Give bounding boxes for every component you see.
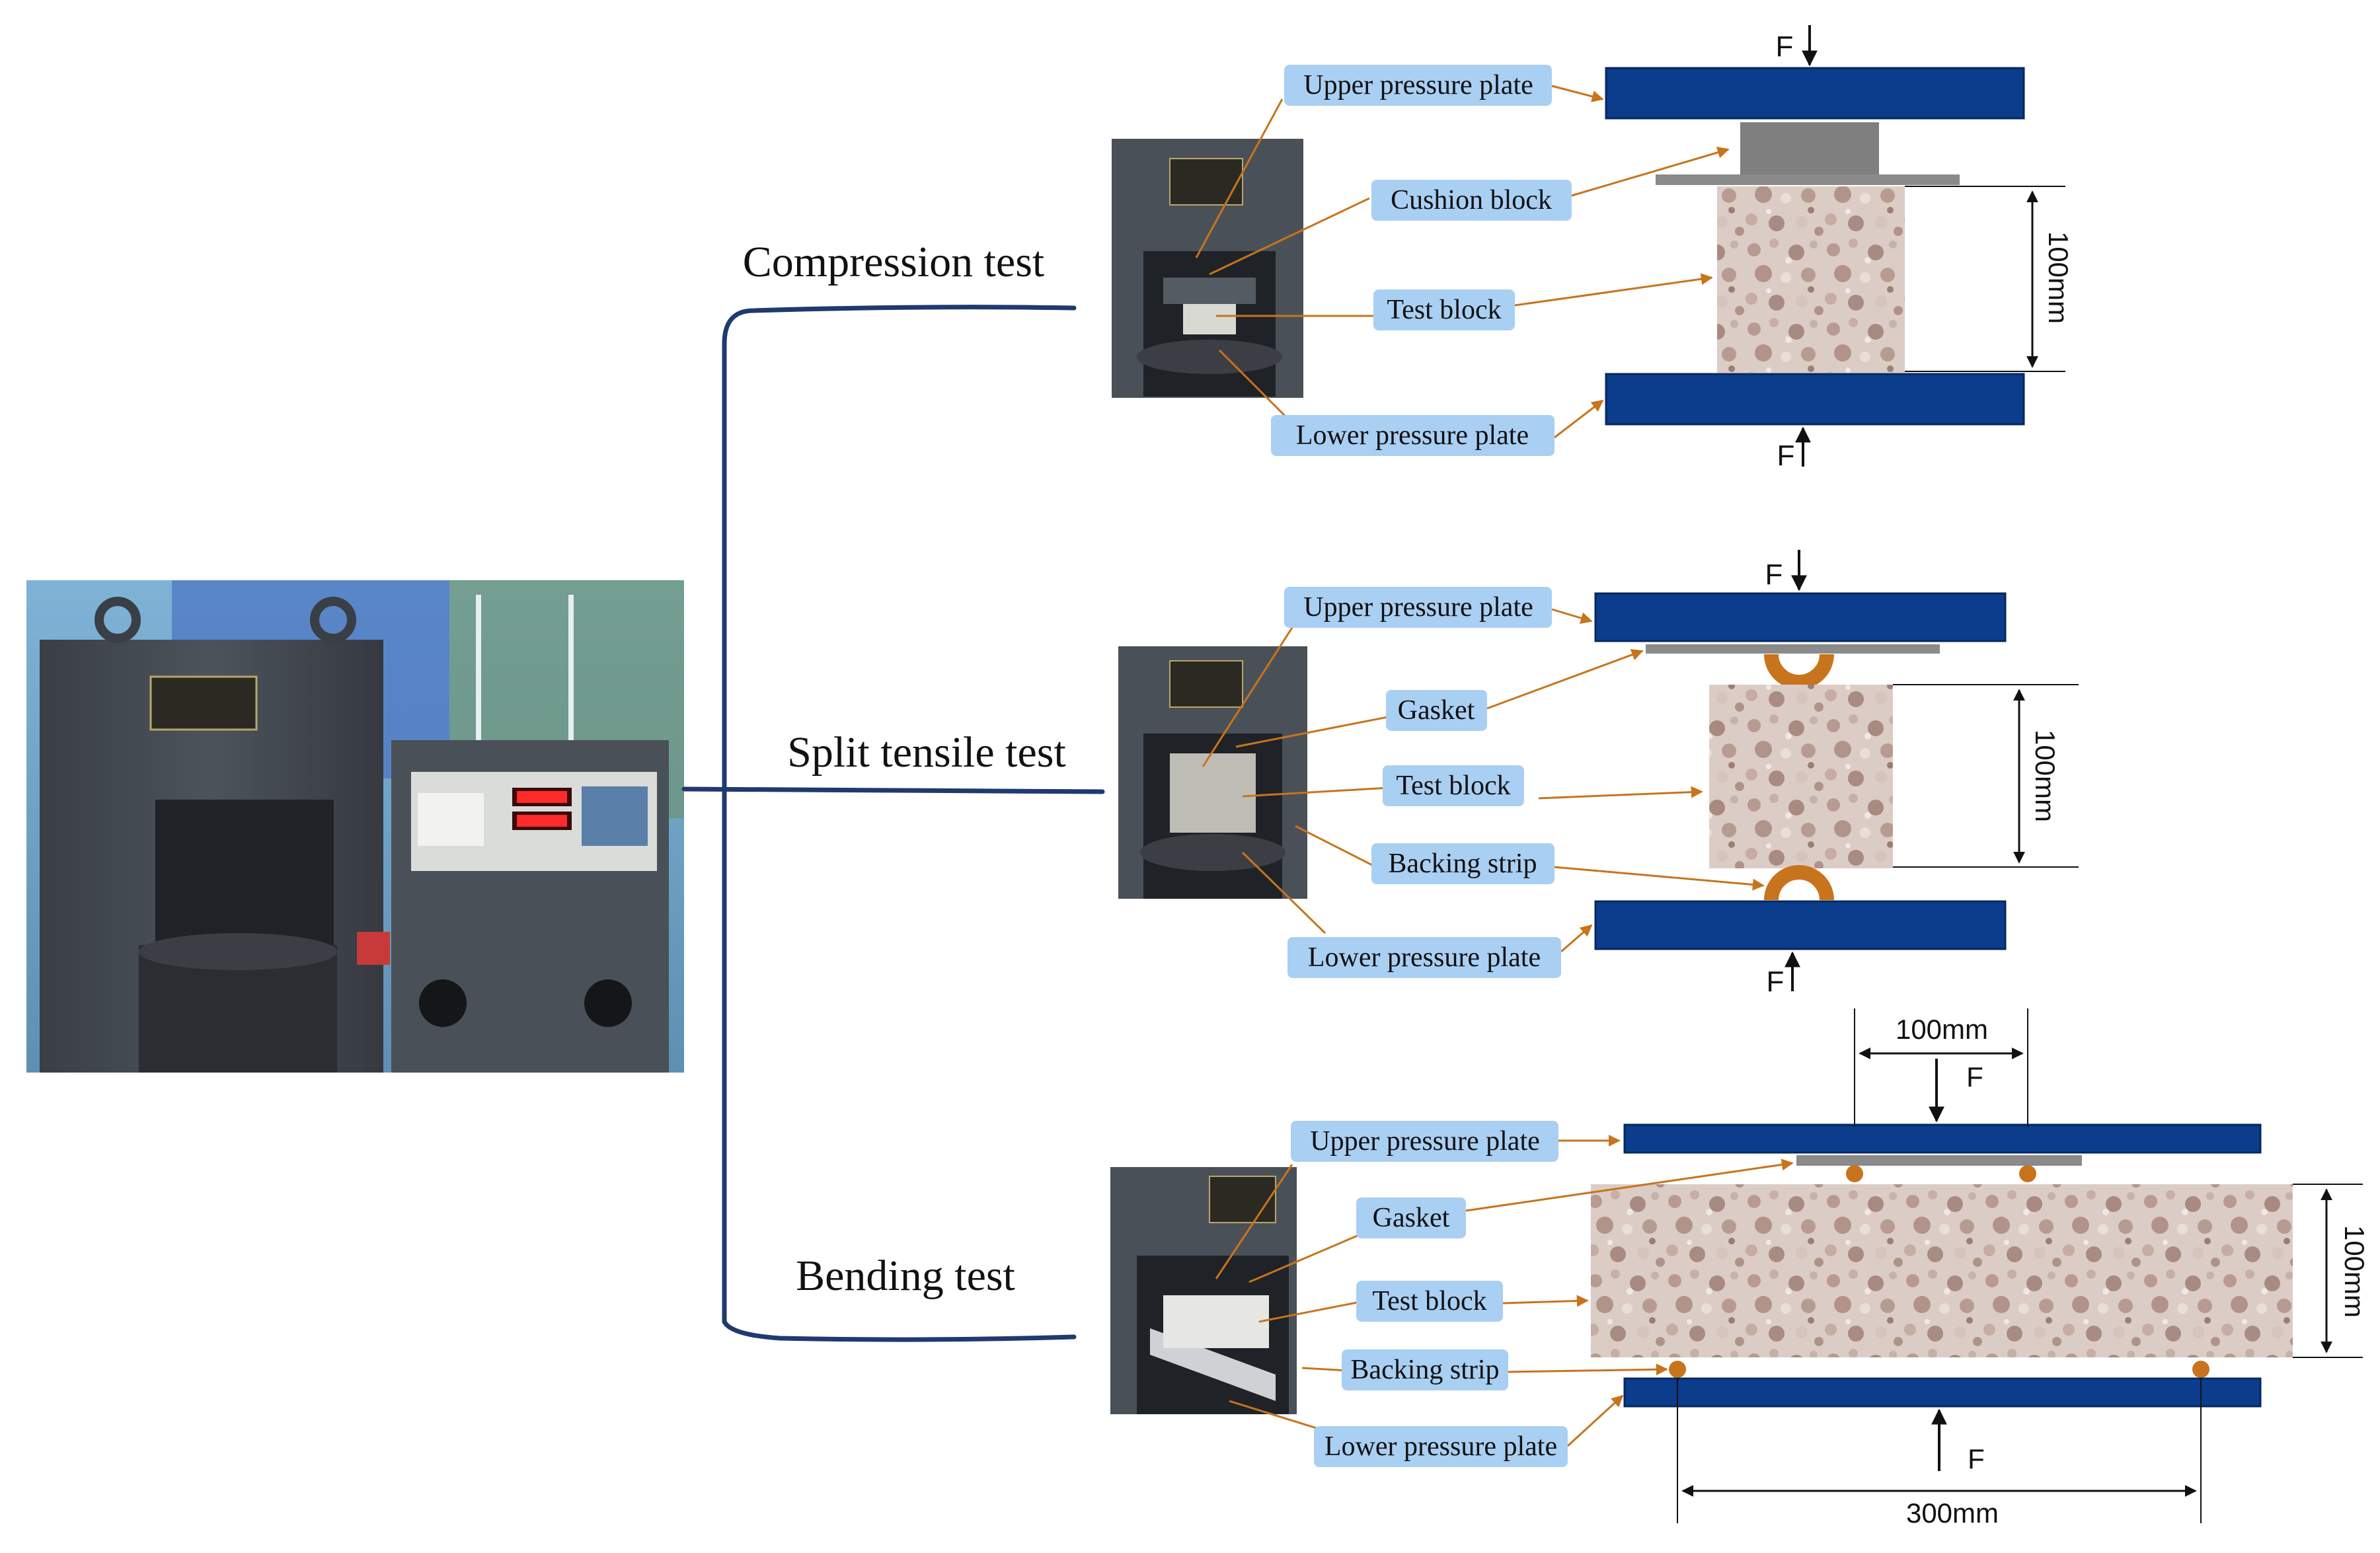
- split-title: Split tensile test: [787, 728, 1066, 776]
- bending-upper-support-left: [1846, 1165, 1863, 1182]
- bending-label-gasket: Gasket: [1373, 1203, 1450, 1233]
- split-test-block: [1709, 685, 1893, 868]
- compression-label-block: Test block: [1387, 295, 1501, 325]
- compression-force-top: F: [1776, 30, 1794, 63]
- compression-label-upper: Upper pressure plate: [1303, 70, 1533, 100]
- bending-leaders: [1215, 1135, 1794, 1447]
- bending-dimension-span: 300mm: [1906, 1497, 1999, 1529]
- bending-upper-plate: [1623, 1123, 2262, 1154]
- split-callouts: Upper pressure plate Gasket Test block B…: [1284, 587, 1561, 978]
- bending-dimension-top: 100mm: [1896, 1014, 1988, 1045]
- compression-label-cushion: Cushion block: [1391, 185, 1552, 215]
- compression-cushion-block: [1740, 122, 1879, 176]
- bending-gasket: [1796, 1155, 2082, 1166]
- split-schematic: F F 100mm: [1594, 550, 2079, 998]
- bending-label-block: Test block: [1372, 1286, 1486, 1316]
- compression-title: Compression test: [743, 238, 1045, 286]
- split-force-top: F: [1765, 558, 1783, 591]
- compression-test-block: [1717, 186, 1905, 373]
- split-label-upper: Upper pressure plate: [1303, 592, 1533, 623]
- bending-test-block: [1591, 1184, 2293, 1357]
- split-leaders: [1202, 608, 1765, 953]
- split-label-block: Test block: [1396, 771, 1510, 801]
- bending-dimension-height: 100mm: [2339, 1225, 2370, 1318]
- compression-upper-plate: [1605, 67, 2025, 120]
- split-photo: [1118, 646, 1307, 899]
- bending-lower-plate: [1623, 1377, 2262, 1408]
- split-label-backing: Backing strip: [1388, 849, 1537, 879]
- split-lower-plate: [1594, 900, 2007, 950]
- bending-title: Bending test: [796, 1252, 1015, 1300]
- bending-label-backing: Backing strip: [1350, 1355, 1499, 1385]
- bending-force-bottom: F: [1968, 1443, 1985, 1474]
- bending-label-upper: Upper pressure plate: [1310, 1126, 1540, 1156]
- compression-label-lower: Lower pressure plate: [1296, 420, 1529, 451]
- compression-cushion-base: [1656, 174, 1960, 185]
- bending-lower-support-left: [1669, 1361, 1686, 1378]
- bending-upper-support-right: [2019, 1165, 2036, 1182]
- split-force-bottom: F: [1767, 966, 1785, 998]
- compression-dimension: 100mm: [2043, 231, 2074, 324]
- split-label-lower: Lower pressure plate: [1308, 942, 1541, 973]
- compression-callouts: Upper pressure plate Cushion block Test …: [1271, 65, 1572, 456]
- compression-force-bottom: F: [1777, 439, 1795, 472]
- connector-bracket: [681, 305, 1105, 1342]
- split-label-gasket: Gasket: [1398, 695, 1475, 726]
- compression-photo: [1112, 139, 1303, 398]
- split-lower-support: [1764, 865, 1834, 901]
- bending-label-lower: Lower pressure plate: [1324, 1431, 1557, 1462]
- split-dimension: 100mm: [2030, 730, 2061, 822]
- split-upper-plate: [1594, 592, 2007, 642]
- compression-lower-plate: [1605, 373, 2025, 426]
- bending-force-top: F: [1966, 1061, 1983, 1092]
- split-upper-support: [1764, 654, 1834, 689]
- machine-photo: [26, 580, 684, 1073]
- split-gasket: [1646, 644, 1940, 654]
- bending-schematic: 100mm F 100mm F 300mm: [1591, 1008, 2370, 1529]
- bending-lower-support-right: [2192, 1361, 2209, 1378]
- compression-schematic: F F 100mm: [1605, 25, 2074, 472]
- compression-leaders: [1195, 85, 1730, 439]
- bending-photo: [1110, 1167, 1297, 1414]
- bending-callouts: Upper pressure plate Gasket Test block B…: [1291, 1121, 1568, 1467]
